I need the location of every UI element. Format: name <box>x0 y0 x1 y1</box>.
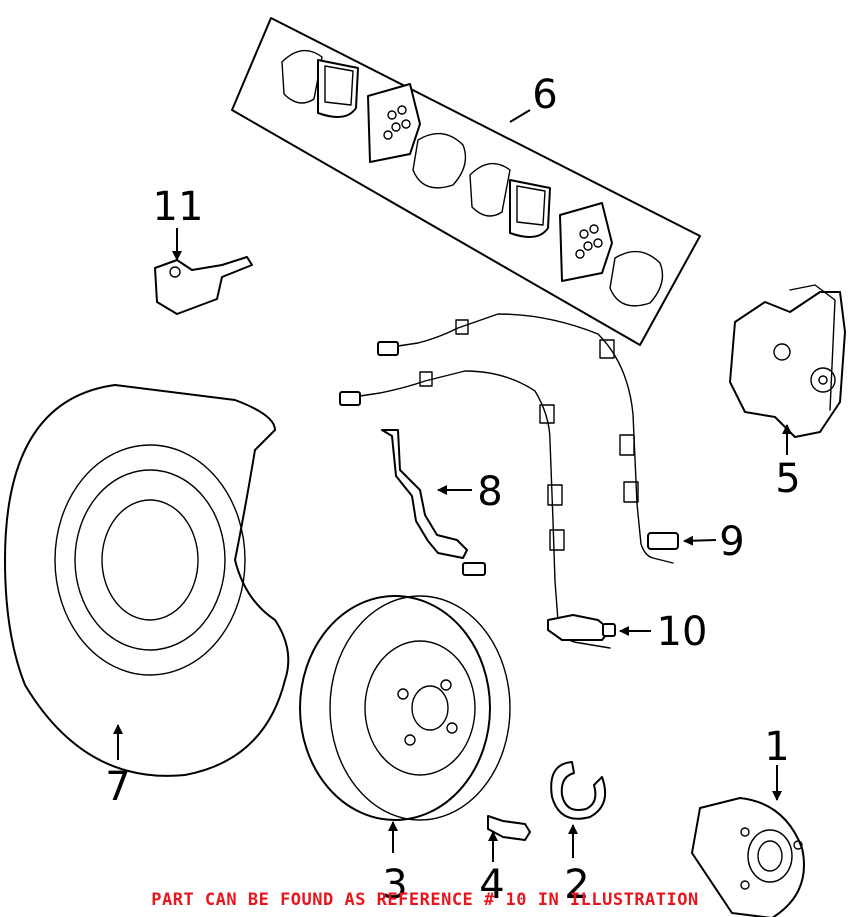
brake-caliper <box>729 284 846 455</box>
reference-notice: PART CAN BE FOUND AS REFERENCE # 10 IN I… <box>151 890 699 910</box>
callout-9: 9 <box>719 519 744 565</box>
brake-pad-kit <box>231 17 701 346</box>
callout-3: 3 <box>382 862 407 908</box>
callout-1: 1 <box>764 724 789 770</box>
wheel-hub <box>691 765 805 917</box>
dust-shield <box>4 384 290 777</box>
brake-hose <box>381 429 486 576</box>
brake-rotor <box>299 595 511 853</box>
leader-6 <box>509 109 531 123</box>
callout-7: 7 <box>105 764 130 810</box>
callout-4: 4 <box>479 862 504 908</box>
callout-5: 5 <box>775 456 800 502</box>
callout-2: 2 <box>564 862 589 908</box>
callout-10: 10 <box>657 609 708 655</box>
snap-ring <box>550 761 606 858</box>
callout-6: 6 <box>532 72 557 118</box>
wear-sensor-9 <box>377 313 717 564</box>
bracket-11 <box>154 228 253 315</box>
callout-8: 8 <box>477 469 502 515</box>
callout-11: 11 <box>153 184 204 230</box>
wear-sensor-10 <box>339 370 651 649</box>
bolt <box>487 815 531 862</box>
